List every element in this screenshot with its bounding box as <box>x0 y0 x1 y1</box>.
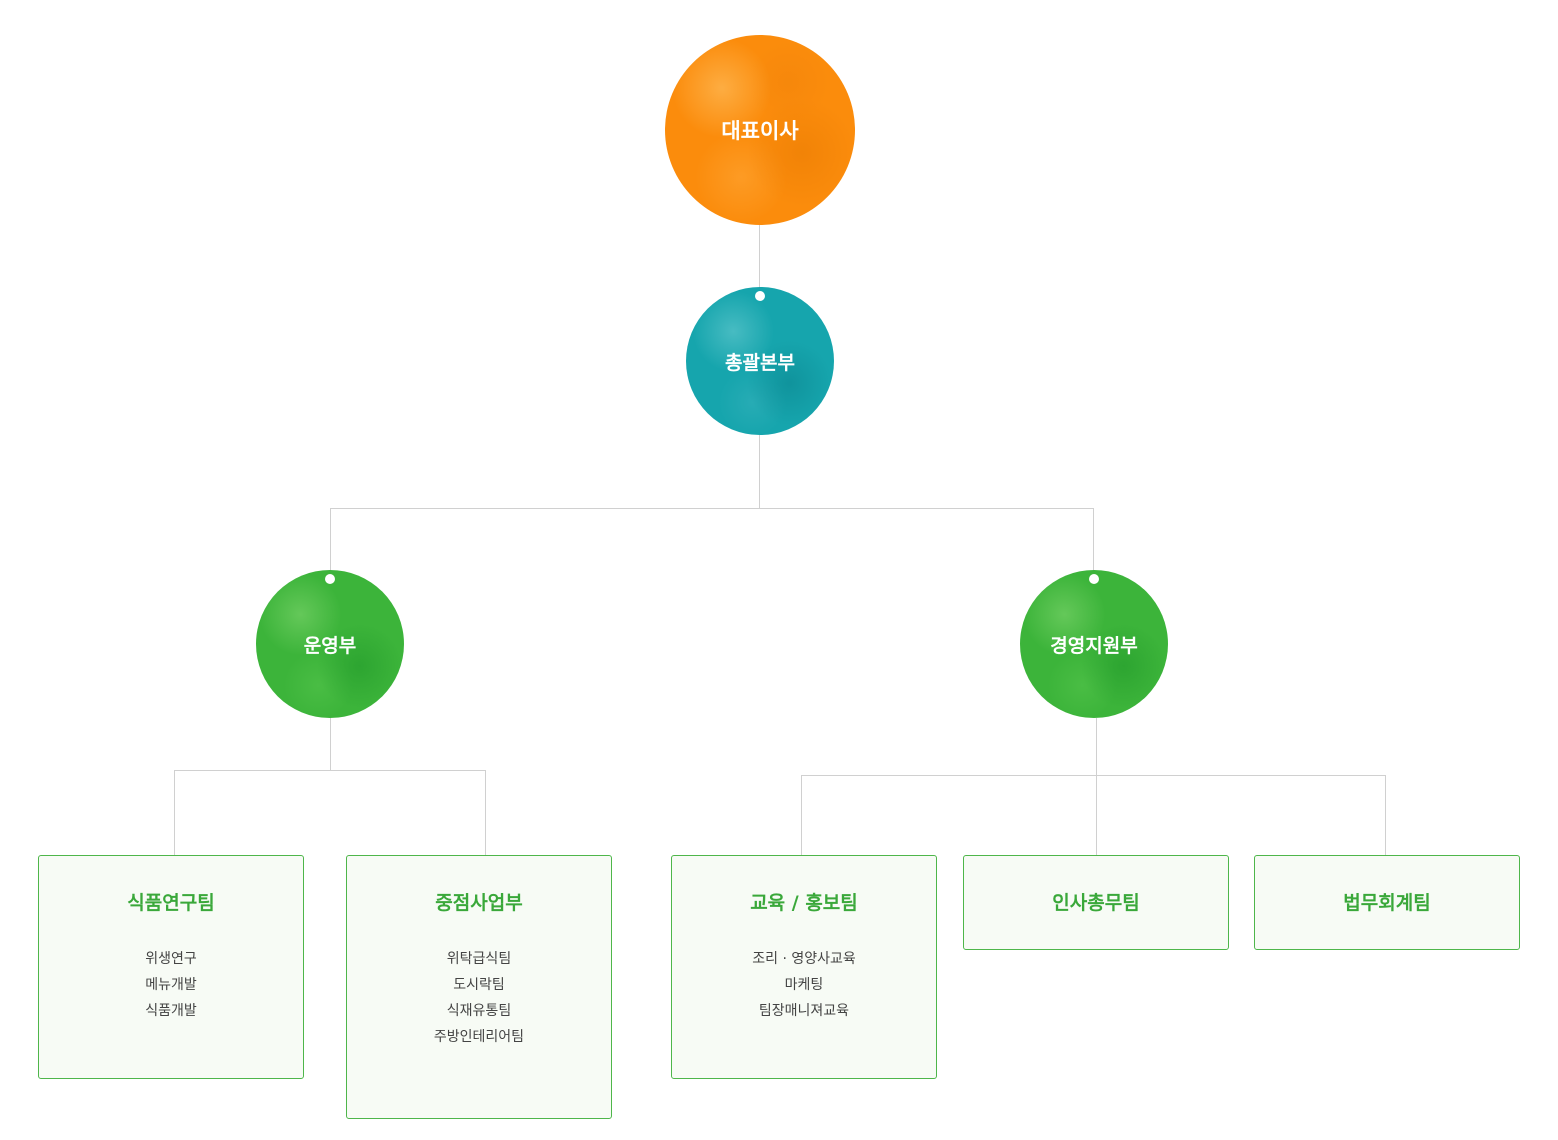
team-box-core-business: 중점사업부 위탁급식팀 도시락팀 식재유통팀 주방인테리어팀 <box>346 855 612 1119</box>
hq-node: 총괄본부 <box>686 287 834 435</box>
team-item-list: 조리 · 영양사교육 마케팅 팀장매니져교육 <box>672 946 936 1024</box>
connector-to-team-5 <box>1385 775 1386 855</box>
connector-hq-down <box>759 435 760 508</box>
team-item: 주방인테리어팀 <box>433 1029 525 1045</box>
connector-ops-bar <box>174 770 486 771</box>
team-item: 위생연구 <box>145 951 197 967</box>
team-box-food-research: 식품연구팀 위생연구 메뉴개발 식품개발 <box>38 855 304 1079</box>
team-title: 교육 / 홍보팀 <box>750 892 858 914</box>
ops-division-node: 운영부 <box>256 570 404 718</box>
team-item: 메뉴개발 <box>145 977 197 993</box>
connector-to-ops <box>330 508 331 570</box>
mgmt-connector-dot <box>1089 574 1099 584</box>
mgmt-division-node: 경영지원부 <box>1020 570 1168 718</box>
hq-connector-dot <box>755 291 765 301</box>
connector-mgmt-down <box>1096 718 1097 855</box>
ceo-node: 대표이사 <box>665 35 855 225</box>
team-item: 위탁급식팀 <box>446 951 512 967</box>
team-item: 식품개발 <box>145 1003 197 1019</box>
team-item: 도시락팀 <box>453 977 505 993</box>
team-box-hr-general: 인사총무팀 <box>963 855 1229 950</box>
connector-divisions-bar <box>330 508 1094 509</box>
team-title: 법무회계팀 <box>1343 892 1431 914</box>
team-item-list: 위탁급식팀 도시락팀 식재유통팀 주방인테리어팀 <box>347 946 611 1050</box>
ceo-label: 대표이사 <box>721 119 799 143</box>
connector-to-team-2 <box>485 770 486 855</box>
connector-to-mgmt <box>1093 508 1094 570</box>
team-title: 인사총무팀 <box>1052 892 1140 914</box>
team-box-education-pr: 교육 / 홍보팀 조리 · 영양사교육 마케팅 팀장매니져교육 <box>671 855 937 1079</box>
hq-label: 총괄본부 <box>725 351 795 374</box>
connector-ceo-hq <box>759 225 760 287</box>
ops-connector-dot <box>325 574 335 584</box>
team-item-list: 위생연구 메뉴개발 식품개발 <box>39 946 303 1024</box>
team-box-legal-accounting: 법무회계팀 <box>1254 855 1520 950</box>
team-item: 식재유통팀 <box>446 1003 512 1019</box>
team-title: 중점사업부 <box>435 892 523 914</box>
connector-to-team-1 <box>174 770 175 855</box>
team-item: 팀장매니져교육 <box>758 1003 850 1019</box>
team-item: 조리 · 영양사교육 <box>752 951 856 967</box>
mgmt-division-label: 경영지원부 <box>1050 634 1138 657</box>
team-item: 마케팅 <box>784 977 824 993</box>
team-title: 식품연구팀 <box>127 892 215 914</box>
connector-ops-down <box>330 718 331 770</box>
connector-mgmt-bar <box>801 775 1386 776</box>
ops-division-label: 운영부 <box>303 634 357 657</box>
connector-to-team-3 <box>801 775 802 855</box>
